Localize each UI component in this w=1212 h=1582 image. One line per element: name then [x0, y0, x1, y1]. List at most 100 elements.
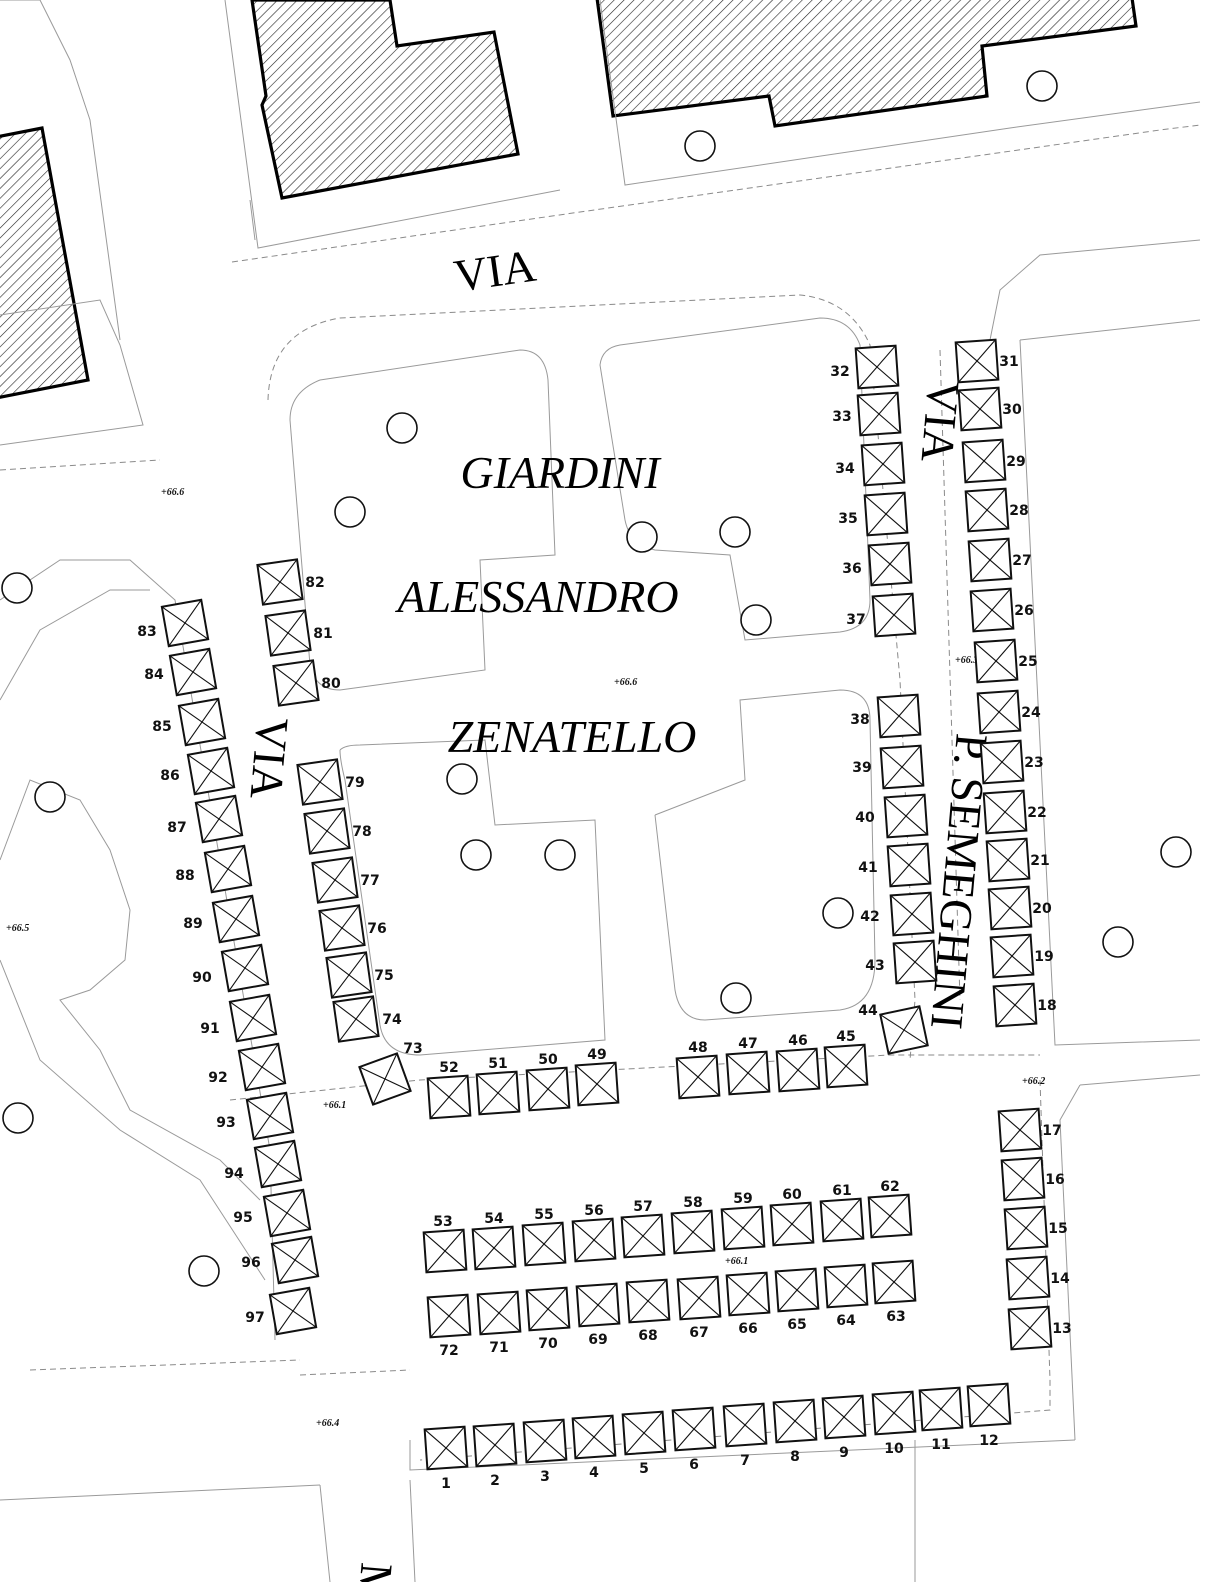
- stall-number: 18: [1037, 998, 1056, 1014]
- stall-number: 51: [488, 1056, 507, 1072]
- market-stall: [264, 609, 312, 657]
- stall-number: 43: [865, 958, 884, 974]
- market-stall: [854, 344, 900, 390]
- market-stall: [966, 1382, 1012, 1428]
- tree: [720, 982, 752, 1014]
- stall-number: 16: [1045, 1172, 1064, 1188]
- stall-cross: [309, 808, 345, 854]
- stall-cross: [680, 1276, 718, 1320]
- stall-cross: [896, 940, 934, 984]
- market-stall: [525, 1286, 571, 1332]
- stall-cross: [867, 492, 905, 536]
- stall-cross: [729, 1272, 767, 1316]
- market-stall: [823, 1043, 869, 1089]
- stall-cross: [883, 745, 921, 789]
- market-stall: [268, 1286, 318, 1336]
- market-stall: [954, 338, 1000, 384]
- market-stall: [871, 592, 917, 638]
- stall-cross: [278, 660, 314, 706]
- stall-cross: [875, 1391, 913, 1435]
- stall-number: 6: [689, 1457, 699, 1473]
- stall-cross: [1009, 1256, 1047, 1300]
- market-stall: [871, 1259, 917, 1305]
- market-stall: [358, 1052, 412, 1106]
- stall-number: 69: [588, 1332, 607, 1348]
- stall-number: 61: [832, 1183, 851, 1199]
- market-stall: [426, 1074, 472, 1120]
- park-name-line-2: ALESSANDRO: [394, 571, 678, 622]
- market-stall: [625, 1278, 671, 1324]
- stall-cross: [317, 857, 353, 903]
- stall-cross: [270, 1189, 304, 1237]
- stall-cross: [779, 1048, 817, 1092]
- stall-cross: [675, 1407, 713, 1451]
- market-stall: [856, 391, 902, 437]
- stall-number: 40: [855, 810, 875, 826]
- elevation-label: +66.4: [316, 1418, 339, 1429]
- stall-cross: [426, 1229, 464, 1273]
- stall-cross: [674, 1210, 712, 1254]
- stall-cross: [993, 934, 1031, 978]
- stall-cross: [991, 886, 1029, 930]
- stall-number: 72: [439, 1343, 458, 1359]
- tree: [1160, 836, 1192, 868]
- stall-cross: [575, 1218, 613, 1262]
- market-stall: [620, 1213, 666, 1259]
- stall-number: 48: [688, 1040, 707, 1056]
- market-stall: [621, 1410, 667, 1456]
- stall-cross: [971, 538, 1009, 582]
- market-stall: [671, 1406, 717, 1452]
- market-stall: [670, 1209, 716, 1255]
- market-stall: [867, 541, 913, 587]
- market-stall: [325, 951, 373, 999]
- stall-number: 76: [367, 921, 386, 937]
- buildings: [0, 0, 1138, 399]
- stall-number: 11: [931, 1437, 950, 1453]
- market-stall: [819, 1197, 865, 1243]
- market-stall: [821, 1394, 867, 1440]
- stall-number: 33: [832, 409, 851, 425]
- market-stall: [194, 794, 244, 844]
- stall-cross: [965, 439, 1003, 483]
- market-stall: [203, 844, 253, 894]
- stall-number: 78: [352, 824, 371, 840]
- stall-cross: [922, 1387, 960, 1431]
- stall-cross: [860, 392, 898, 436]
- tree: [740, 604, 772, 636]
- stall-number: 53: [433, 1214, 452, 1230]
- stall-number: 91: [200, 1021, 219, 1037]
- stall-cross: [989, 838, 1027, 882]
- stall-cross: [168, 599, 202, 647]
- stall-number: 52: [439, 1060, 458, 1076]
- market-stall: [186, 746, 236, 796]
- stall-cross: [1011, 1306, 1049, 1350]
- market-stall: [228, 993, 278, 1043]
- stall-cross: [194, 747, 228, 795]
- stall-cross: [973, 588, 1011, 632]
- stall-cross: [871, 542, 909, 586]
- stall-number: 94: [224, 1166, 244, 1182]
- market-stall: [177, 697, 227, 747]
- stall-cross: [202, 795, 236, 843]
- market-stall: [987, 885, 1033, 931]
- elevation-label: +66.2: [1022, 1076, 1045, 1087]
- spot-elevations: +66.6 +66.6 +66.3 +66.5 +66.2 +66.1 +66.…: [6, 487, 1045, 1429]
- market-stall: [979, 739, 1025, 785]
- stall-cross: [236, 994, 270, 1042]
- stall-number: 20: [1032, 901, 1052, 917]
- stall-cross: [724, 1206, 762, 1250]
- stall-number: 22: [1027, 805, 1046, 821]
- stall-cross: [890, 843, 928, 887]
- tree: [188, 1255, 220, 1287]
- stall-number: 12: [979, 1433, 998, 1449]
- market-stall: [525, 1066, 571, 1112]
- market-stall: [989, 933, 1035, 979]
- stall-number: 24: [1021, 705, 1041, 721]
- stall-cross: [961, 387, 999, 431]
- stall-cross: [977, 639, 1015, 683]
- market-stall: [272, 659, 320, 707]
- stall-number: 84: [144, 667, 164, 683]
- stall-number: 23: [1024, 755, 1043, 771]
- stall-cross: [479, 1071, 517, 1115]
- market-stall: [220, 943, 270, 993]
